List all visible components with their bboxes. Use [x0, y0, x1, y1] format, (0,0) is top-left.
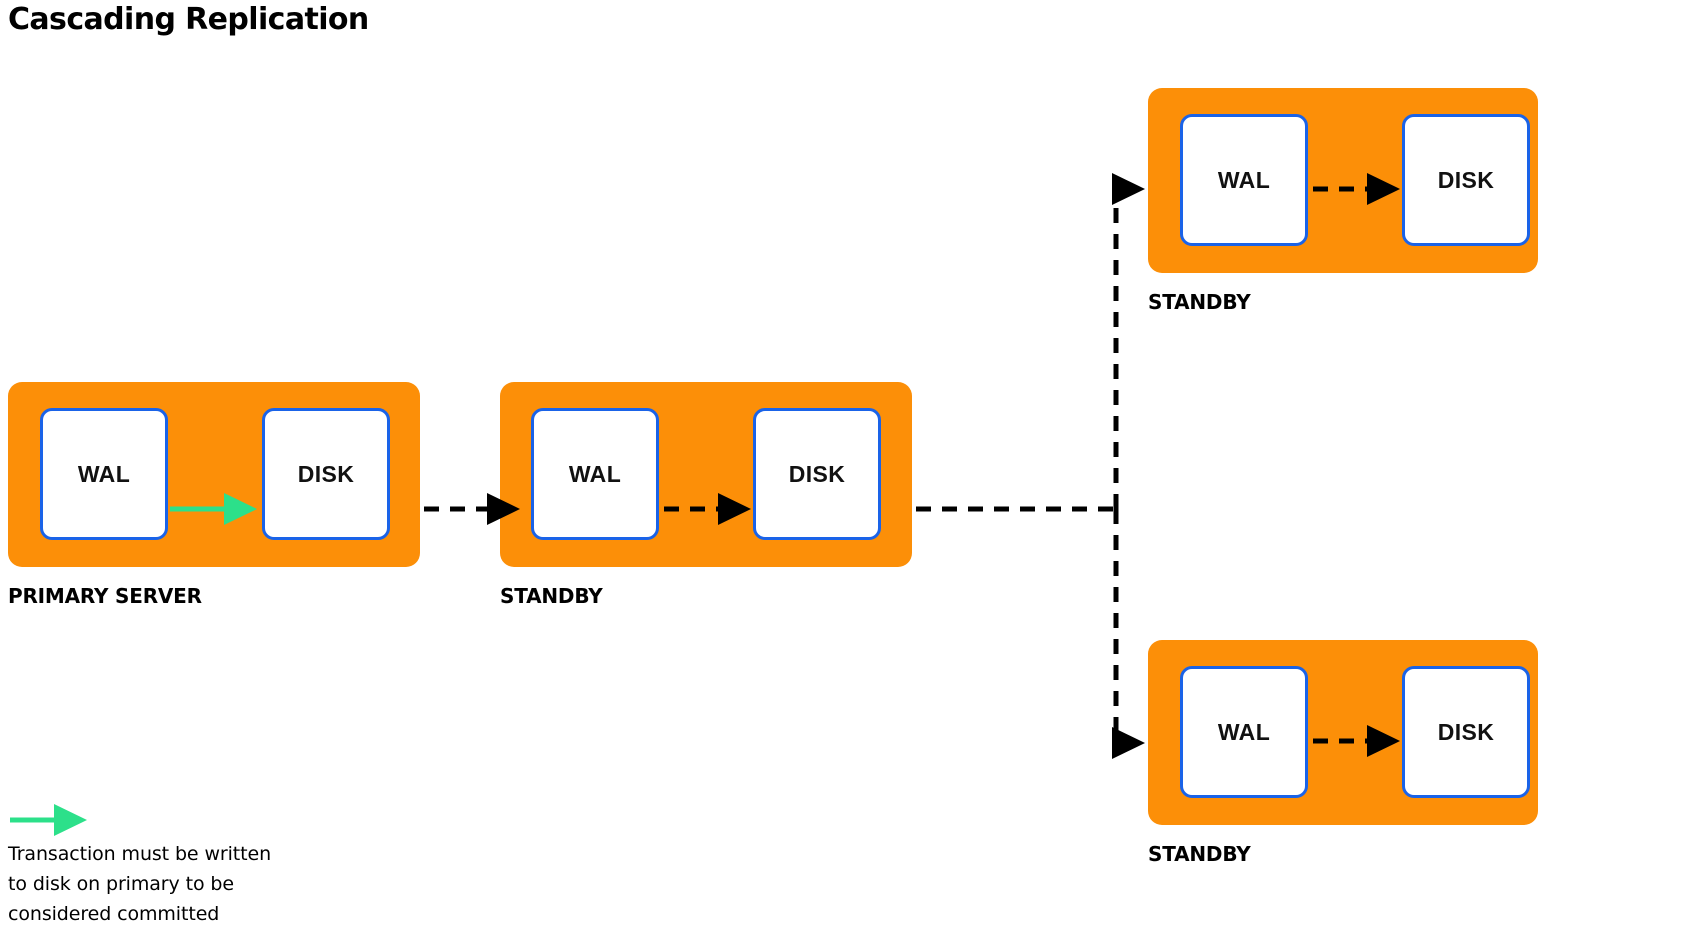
node-wal-standby-top[interactable]: WAL	[1180, 114, 1308, 246]
node-label-disk: DISK	[297, 460, 355, 487]
node-label-disk: DISK	[788, 460, 846, 487]
node-label-wal: WAL	[1217, 166, 1271, 193]
node-label-disk: DISK	[1437, 166, 1495, 193]
node-wal-standby-mid[interactable]: WAL	[531, 408, 659, 540]
page-title: Cascading Replication	[8, 2, 369, 37]
server-caption-primary: PRIMARY SERVER	[8, 584, 202, 608]
node-disk-standby-top[interactable]: DISK	[1402, 114, 1530, 246]
legend: Transaction must be written to disk on p…	[8, 805, 368, 929]
node-disk-primary[interactable]: DISK	[262, 408, 390, 540]
legend-caption: Transaction must be written to disk on p…	[8, 843, 272, 925]
node-label-disk: DISK	[1437, 718, 1495, 745]
node-disk-standby-mid[interactable]: DISK	[753, 408, 881, 540]
legend-swatch	[8, 805, 98, 831]
server-caption-standby-top: STANDBY	[1148, 290, 1251, 314]
node-disk-standby-bottom[interactable]: DISK	[1402, 666, 1530, 798]
node-wal-primary[interactable]: WAL	[40, 408, 168, 540]
node-wal-standby-bottom[interactable]: WAL	[1180, 666, 1308, 798]
server-caption-standby-mid: STANDBY	[500, 584, 603, 608]
server-caption-standby-bottom: STANDBY	[1148, 842, 1251, 866]
node-label-wal: WAL	[1217, 718, 1271, 745]
node-label-wal: WAL	[77, 460, 131, 487]
node-label-wal: WAL	[568, 460, 622, 487]
